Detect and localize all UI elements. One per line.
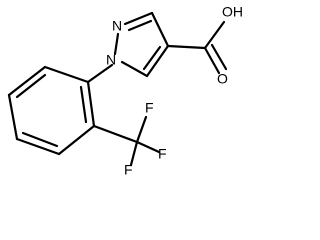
bond-cf3-f-bottom (135, 140, 161, 154)
atom-label-carbonyl-oxygen: O (217, 71, 228, 87)
bond-c3-c4 (150, 11, 170, 48)
bond-ring-6 (86, 80, 96, 128)
carboxylic-acid-group (166, 20, 228, 75)
bond-n2-c3-double (127, 19, 153, 32)
atom-label-fluorine-bottom: F (158, 146, 167, 162)
bond-carboxyl-o (203, 46, 221, 75)
bond-cf3-f-left (129, 140, 139, 167)
bond-ring-5 (57, 124, 96, 156)
bond-n2-c3 (123, 11, 154, 26)
bond-ring-4 (15, 137, 61, 156)
benzene-ring (7, 65, 96, 156)
bond-ring-inner-3 (79, 85, 88, 124)
trifluoromethyl-group (92, 115, 161, 167)
bond-carboxyl-o-double (210, 43, 228, 71)
bond-ring-2 (7, 65, 47, 97)
bond-cf3-f-top (135, 115, 148, 144)
bond-n1-phenyl (86, 63, 114, 84)
bond-c4-carboxyl-carbon (166, 44, 207, 50)
pyrazole-ring (113, 11, 170, 78)
bond-c4-c5 (145, 44, 170, 78)
atom-label-hydroxyl: OH (222, 4, 243, 20)
bond-ring-inner-1 (15, 73, 47, 99)
bond-ring-cf3 (92, 124, 139, 144)
bond-ring-inner-2 (21, 131, 59, 148)
atom-label-fluorine-top: F (145, 100, 154, 116)
atom-label-fluorine-left: F (124, 162, 133, 178)
bond-ring-1 (43, 65, 90, 84)
atom-label-n2: N (112, 18, 122, 34)
atom-label-n1: N (106, 52, 116, 68)
bond-c4-c5-double (142, 45, 162, 71)
bond-ring-3 (7, 93, 19, 141)
bond-c5-n1 (120, 60, 149, 78)
bond-carboxyl-oh (203, 20, 226, 50)
chemical-structure-diagram: N N OH O F F F (7, 4, 243, 178)
bond-n1-n2 (113, 32, 120, 56)
